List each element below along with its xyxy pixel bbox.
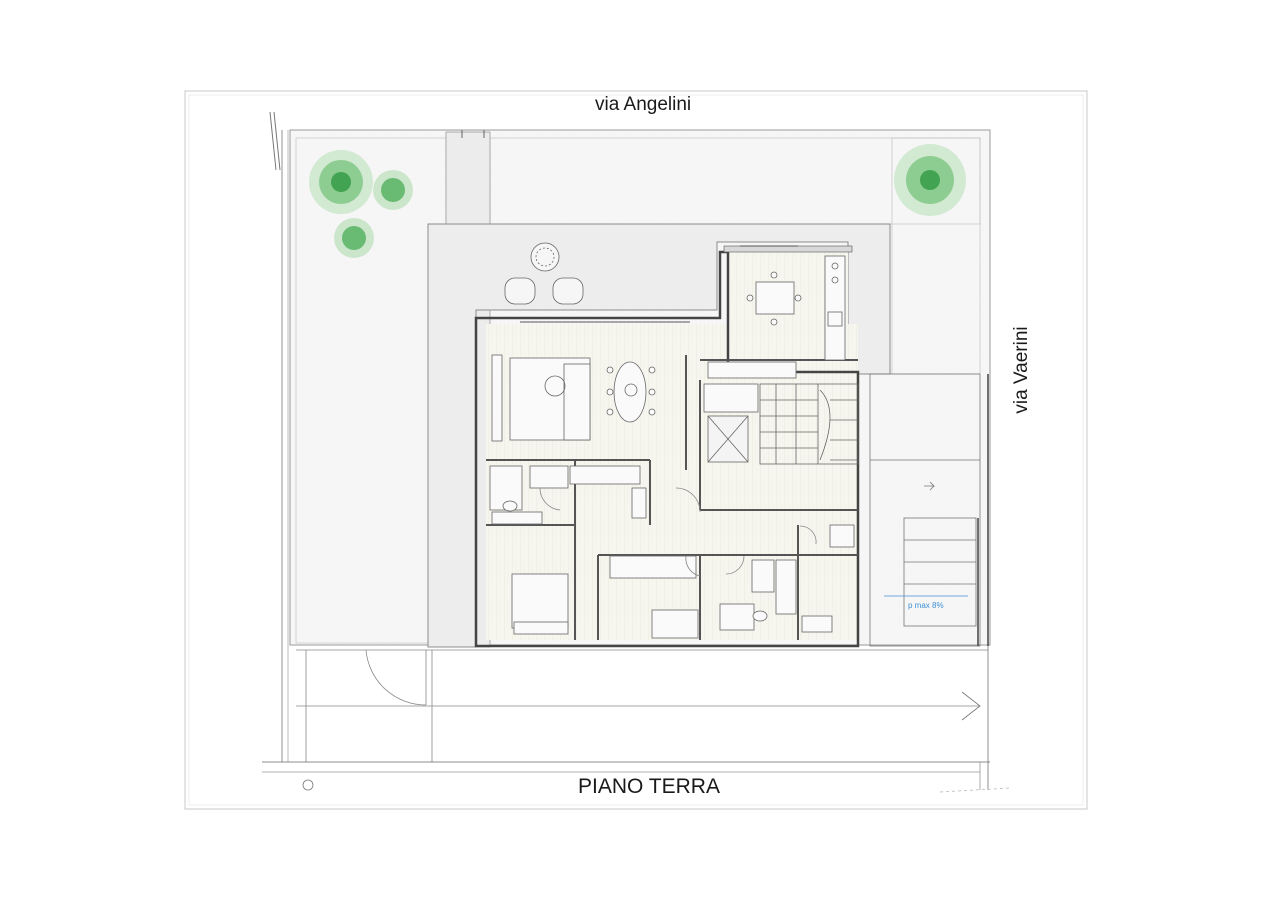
stair-core (703, 383, 859, 465)
street-label-north: via Angelini (595, 94, 692, 115)
palm-tree-icon (334, 218, 374, 258)
ramp-area (869, 373, 989, 647)
paved-walkway (427, 130, 891, 648)
living-furniture (491, 354, 656, 442)
terrace-furniture (504, 242, 584, 305)
kitchen-furniture (707, 255, 846, 379)
door-swings (365, 487, 817, 706)
interior-walls (486, 355, 858, 640)
sheet-frame (184, 90, 1088, 810)
palm-tree-icon (373, 170, 413, 210)
bedroom-bath-furniture (489, 465, 855, 639)
palm-tree-icon (894, 144, 966, 216)
ramp-slope-label: p max 8% (908, 601, 944, 610)
driveway (262, 130, 1011, 793)
floor-title: PIANO TERRA (578, 775, 720, 798)
palm-tree-icon (309, 150, 373, 214)
street-label-east: via Vaerini (1011, 326, 1032, 414)
